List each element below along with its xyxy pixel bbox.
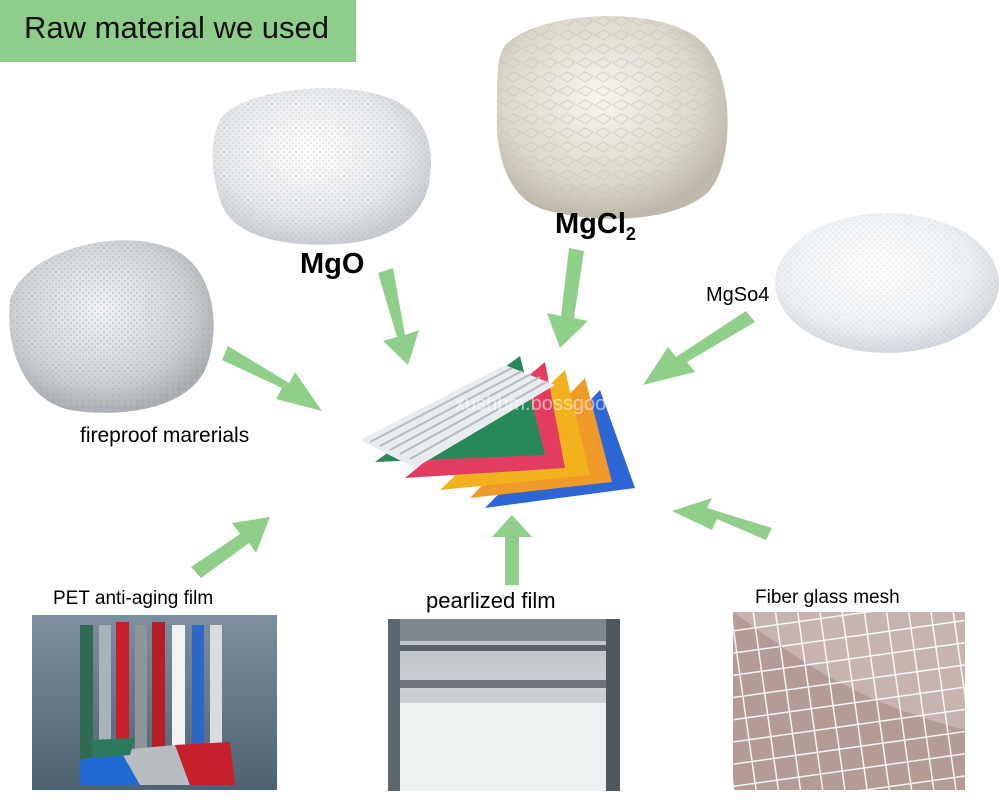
fireproof-granules-image bbox=[9, 240, 214, 413]
roofing-sheets-image bbox=[360, 356, 635, 508]
mgcl2-flakes-image bbox=[496, 16, 728, 219]
label-fiberglass-mesh: Fiber glass mesh bbox=[755, 587, 900, 608]
label-mgcl2-subscript: 2 bbox=[625, 223, 636, 244]
label-mgcl2-base: MgCl bbox=[555, 208, 626, 240]
mgo-powder-image bbox=[212, 88, 431, 245]
title-banner bbox=[0, 0, 356, 62]
arrow-fiberglass bbox=[672, 498, 772, 540]
label-mgso4: MgSo4 bbox=[706, 284, 770, 306]
label-pearlized-film: pearlized film bbox=[426, 588, 556, 613]
pearlized-film-rolls-image bbox=[388, 619, 620, 791]
mgso4-crystals-image bbox=[775, 213, 999, 353]
arrow-mgcl2 bbox=[547, 248, 588, 348]
label-fireproof: fireproof marerials bbox=[80, 424, 250, 447]
label-mgcl2: MgCl2 bbox=[555, 208, 636, 245]
arrow-pearlized bbox=[492, 515, 532, 585]
arrow-mgo bbox=[378, 268, 419, 365]
arrow-pet bbox=[191, 517, 270, 578]
pet-film-rolls-image bbox=[32, 615, 277, 790]
arrow-mgso4 bbox=[643, 311, 755, 385]
watermark: xushbm.bossgoo bbox=[455, 393, 606, 415]
arrows bbox=[191, 248, 772, 585]
label-mgo: MgO bbox=[300, 248, 365, 280]
label-pet-film: PET anti-aging film bbox=[53, 588, 214, 609]
page-title: Raw material we used bbox=[24, 10, 329, 45]
arrow-fireproof bbox=[222, 346, 322, 411]
fiberglass-mesh-image bbox=[733, 612, 965, 790]
